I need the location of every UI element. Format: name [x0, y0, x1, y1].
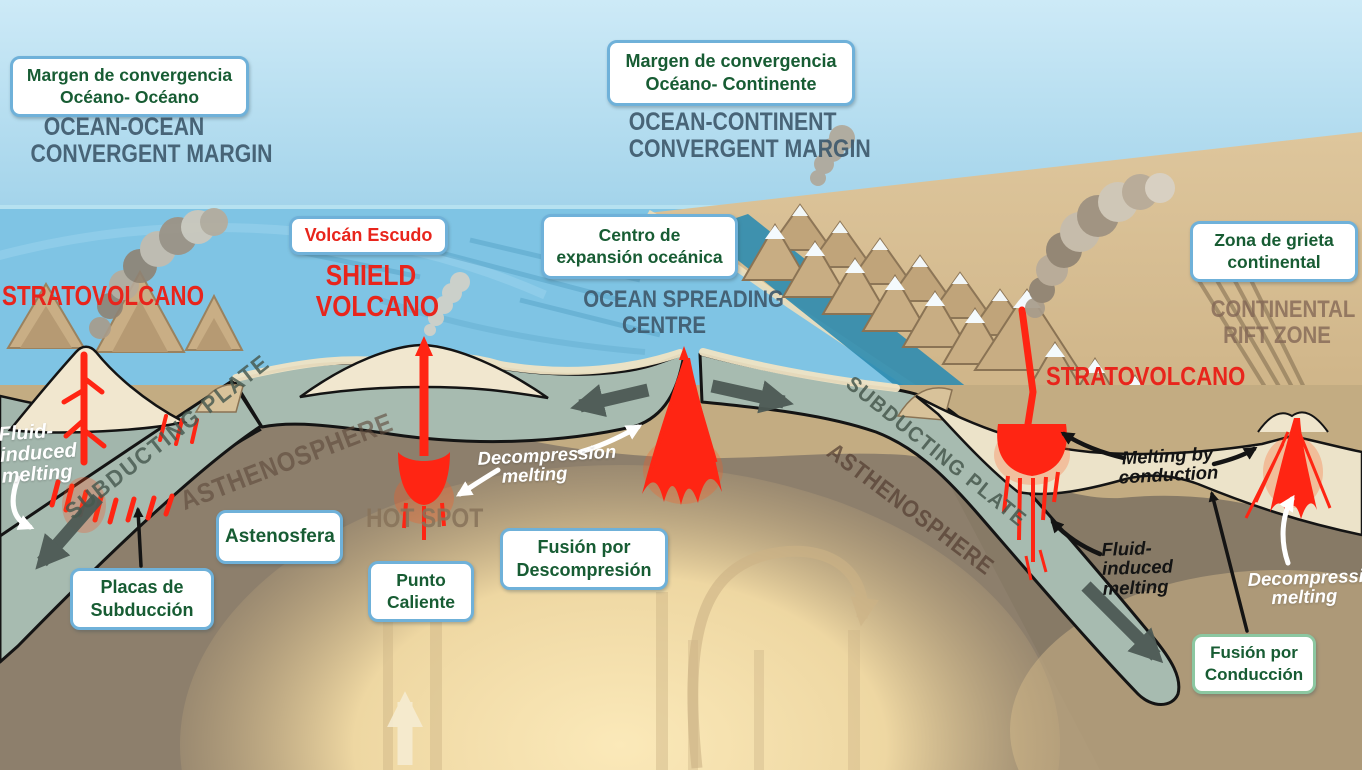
heading-rift-en: CONTINENTAL RIFT ZONE — [1210, 296, 1356, 349]
heading-line: CONVERGENT MARGIN — [628, 134, 871, 163]
label-line: Caliente — [386, 592, 456, 613]
annotation-fluid-induced-melting-left: Fluid-induced melting — [0, 417, 112, 488]
heading-line: STRATOVOLCANO — [2, 280, 205, 311]
heading-stratovolcano-left: STRATOVOLCANO — [2, 281, 204, 311]
heading-line: CONTINENTAL — [1210, 296, 1356, 323]
heading-line: OCEAN-CONTINENT — [628, 108, 837, 136]
label-box-shield-volcano-es: Volcán Escudo — [289, 216, 448, 256]
label-line: Margen de convergencia — [26, 65, 233, 85]
heading-line: CENTRE — [622, 311, 706, 339]
heading-line: HOT SPOT — [366, 503, 484, 533]
heading-line: STRATOVOLCANO — [1046, 361, 1246, 391]
annotation-line: melting — [1102, 575, 1169, 599]
heading-line: VOLCANO — [315, 291, 439, 324]
label-line: Placas de — [100, 577, 184, 597]
label-line: Centro de — [598, 225, 681, 245]
label-box-spreading-es: Centro de expansión oceánica — [541, 214, 738, 279]
magma — [49, 306, 1332, 581]
heading-line: SHIELD — [325, 260, 417, 292]
island-arc-cones — [6, 269, 244, 353]
heading-line: CONVERGENT MARGIN — [30, 139, 273, 168]
smoke-plume-left — [89, 208, 228, 339]
annotation-melting-by-conduction: Melting by conduction — [1117, 443, 1219, 488]
label-line: Conducción — [1204, 664, 1304, 684]
label-line: continental — [1227, 252, 1321, 273]
annotation-fluid-induced-melting-right: Fluid-induced melting — [1100, 536, 1213, 599]
label-line: Fusión por — [1210, 643, 1298, 662]
label-box-fusion-descompresion: Fusión por Descompresión — [500, 528, 668, 591]
annotation-decompression-melting-right: Decompression melting — [1247, 564, 1362, 609]
label-line: Punto — [396, 570, 446, 590]
annotation-decompression-melting-centre: Decompression melting — [477, 441, 617, 488]
label-box-fusion-conduccion: Fusión por Conducción — [1192, 634, 1316, 694]
heading-line: OCEAN SPREADING — [583, 286, 784, 313]
label-box-ocean-ocean-es: Margen de convergencia Océano- Océano — [10, 56, 249, 117]
label-line: Océano- Océano — [59, 87, 200, 108]
heading-spreading-en: OCEAN SPREADING CENTRE — [583, 286, 784, 339]
heading-line: OCEAN-OCEAN — [43, 113, 205, 141]
label-line: Margen de convergencia — [625, 51, 837, 71]
black-annotation-arrows — [133, 431, 1258, 633]
label-line: Fusión por — [537, 537, 631, 557]
label-line: Zona de grieta — [1214, 230, 1334, 250]
label-box-placas-subduccion: Placas de Subducción — [70, 568, 214, 631]
label-box-astenosfera: Astenosfera — [216, 510, 343, 565]
heading-ocean-ocean-en: OCEAN-OCEAN CONVERGENT MARGIN — [30, 113, 273, 168]
label-box-rift-es: Zona de grieta continental — [1190, 221, 1358, 282]
smoke-plume-right — [1025, 173, 1175, 318]
heading-shield-volcano-en: SHIELD VOLCANO — [315, 260, 439, 324]
heading-hot-spot: HOT SPOT — [366, 504, 483, 533]
heading-stratovolcano-right: STRATOVOLCANO — [1046, 361, 1246, 391]
heading-line: RIFT ZONE — [1223, 321, 1331, 349]
label-line: Océano- Continente — [645, 74, 817, 95]
steam-background — [810, 125, 855, 186]
convection-arrows — [383, 545, 879, 770]
label-line: Astenosfera — [225, 526, 335, 547]
label-line: Volcán Escudo — [304, 225, 433, 245]
label-line: expansión oceánica — [556, 247, 723, 268]
plate-motion-arrows — [35, 379, 1164, 664]
label-line: Subducción — [90, 600, 194, 621]
white-annotation-arrows — [10, 424, 1295, 566]
heading-ocean-continent-en: OCEAN-CONTINENT CONVERGENT MARGIN — [628, 108, 871, 163]
label-box-ocean-continent-es: Margen de convergencia Océano- Continent… — [607, 40, 855, 107]
label-line: Descompresión — [516, 560, 652, 581]
annotation-line: Fluid-induced — [1100, 537, 1174, 580]
label-box-punto-caliente: Punto Caliente — [368, 561, 474, 622]
steam-shield-volcano — [424, 272, 470, 336]
